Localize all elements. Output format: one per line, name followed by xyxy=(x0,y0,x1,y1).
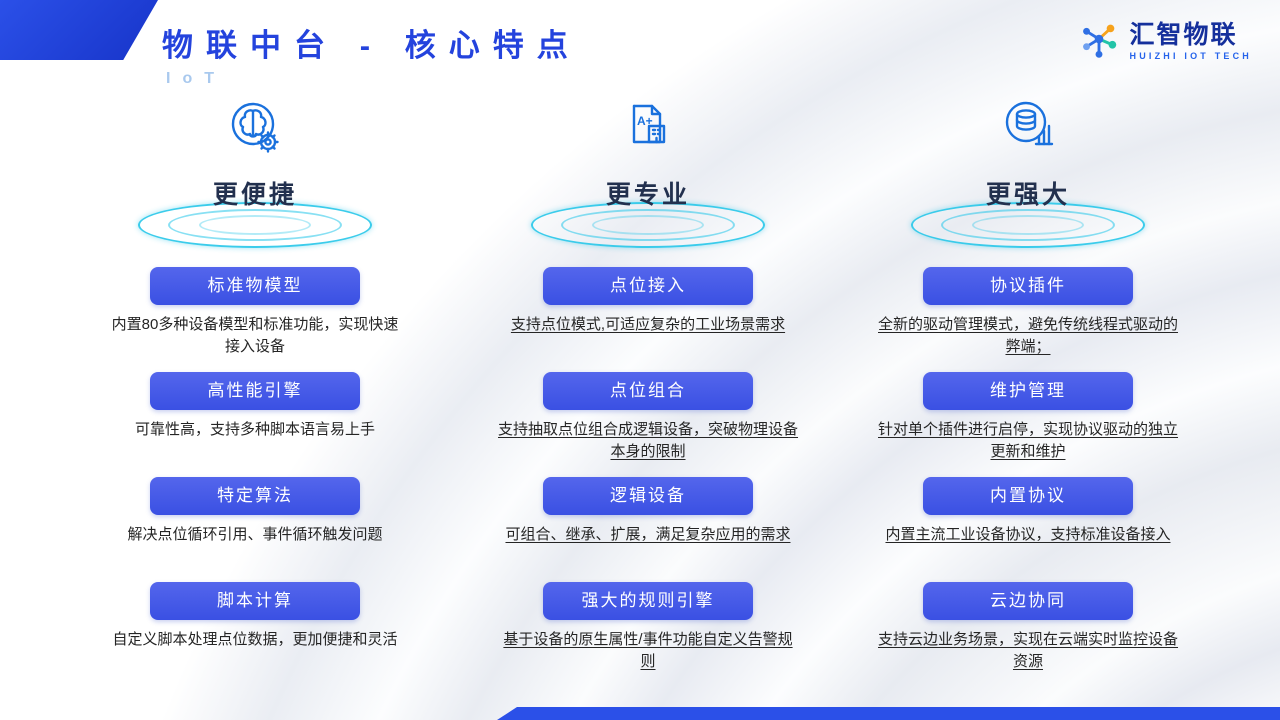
feature-desc: 内置80多种设备模型和标准功能，实现快速接入设备 xyxy=(111,316,399,355)
feature-desc: 支持点位模式,可适应复杂的工业场景需求 xyxy=(510,316,786,333)
svg-text:A+: A+ xyxy=(637,114,653,128)
feature-pill[interactable]: 维护管理 xyxy=(923,372,1133,410)
feature-pill[interactable]: 逻辑设备 xyxy=(543,477,753,515)
feature-pill[interactable]: 特定算法 xyxy=(150,477,360,515)
page-title: 物联中台 - 核心特点 xyxy=(162,28,581,63)
feature-pill[interactable]: 内置协议 xyxy=(923,477,1133,515)
feature-desc: 针对单个插件进行启停，实现协议驱动的独立更新和维护 xyxy=(878,421,1179,460)
feature-column-professional: A+ 更专业 点位接入 支持点位模式,可适应复杂的工业场景需求 点位组合 支持抽… xyxy=(488,95,808,684)
feature-desc: 支持抽取点位组合成逻辑设备，突破物理设备本身的限制 xyxy=(498,421,799,460)
corner-accent-shape xyxy=(0,0,158,60)
feature-column-powerful: 更强大 协议插件 全新的驱动管理模式，避免传统线程式驱动的弊端； 维护管理 针对… xyxy=(868,95,1188,684)
feature-desc: 支持云边业务场景，实现在云端实时监控设备资源 xyxy=(878,631,1179,670)
feature-pill[interactable]: 高性能引擎 xyxy=(150,372,360,410)
feature-pill[interactable]: 点位接入 xyxy=(543,267,753,305)
brain-chip-icon xyxy=(95,95,415,161)
feature-pill[interactable]: 云边协同 xyxy=(923,582,1133,620)
bottom-accent-bar xyxy=(497,707,1280,720)
column-heading: 更强大 xyxy=(985,181,1071,209)
iot-hub-logo-icon xyxy=(1076,16,1122,67)
feature-pill[interactable]: 强大的规则引擎 xyxy=(543,582,753,620)
feature-desc: 解决点位循环引用、事件循环触发问题 xyxy=(127,526,383,543)
feature-column-convenient: 更便捷 标准物模型 内置80多种设备模型和标准功能，实现快速接入设备 高性能引擎… xyxy=(95,95,415,684)
feature-pill[interactable]: 脚本计算 xyxy=(150,582,360,620)
column-heading: 更便捷 xyxy=(212,181,298,209)
ripple-rings xyxy=(530,199,766,251)
feature-desc: 可靠性高，支持多种脚本语言易上手 xyxy=(134,421,375,438)
column-heading: 更专业 xyxy=(605,181,691,209)
feature-desc: 自定义脚本处理点位数据，更加便捷和灵活 xyxy=(112,631,398,648)
feature-pill[interactable]: 标准物模型 xyxy=(150,267,360,305)
logo-name: 汇智物联 xyxy=(1129,20,1238,49)
page-subtitle: IoT xyxy=(166,70,226,87)
document-report-icon: A+ xyxy=(488,95,808,161)
feature-pill[interactable]: 点位组合 xyxy=(543,372,753,410)
ripple-rings xyxy=(137,199,373,251)
database-chart-icon xyxy=(868,95,1188,161)
feature-desc: 可组合、继承、扩展，满足复杂应用的需求 xyxy=(505,526,791,543)
feature-desc: 全新的驱动管理模式，避免传统线程式驱动的弊端； xyxy=(878,316,1179,355)
logo-tagline: HUIZHI IOT TECH xyxy=(1129,51,1252,62)
feature-desc: 内置主流工业设备协议，支持标准设备接入 xyxy=(885,526,1171,543)
feature-pill[interactable]: 协议插件 xyxy=(923,267,1133,305)
brand-logo: 汇智物联 HUIZHI IOT TECH xyxy=(1076,16,1253,67)
feature-desc: 基于设备的原生属性/事件功能自定义告警规则 xyxy=(503,631,793,670)
ripple-rings xyxy=(910,199,1146,251)
